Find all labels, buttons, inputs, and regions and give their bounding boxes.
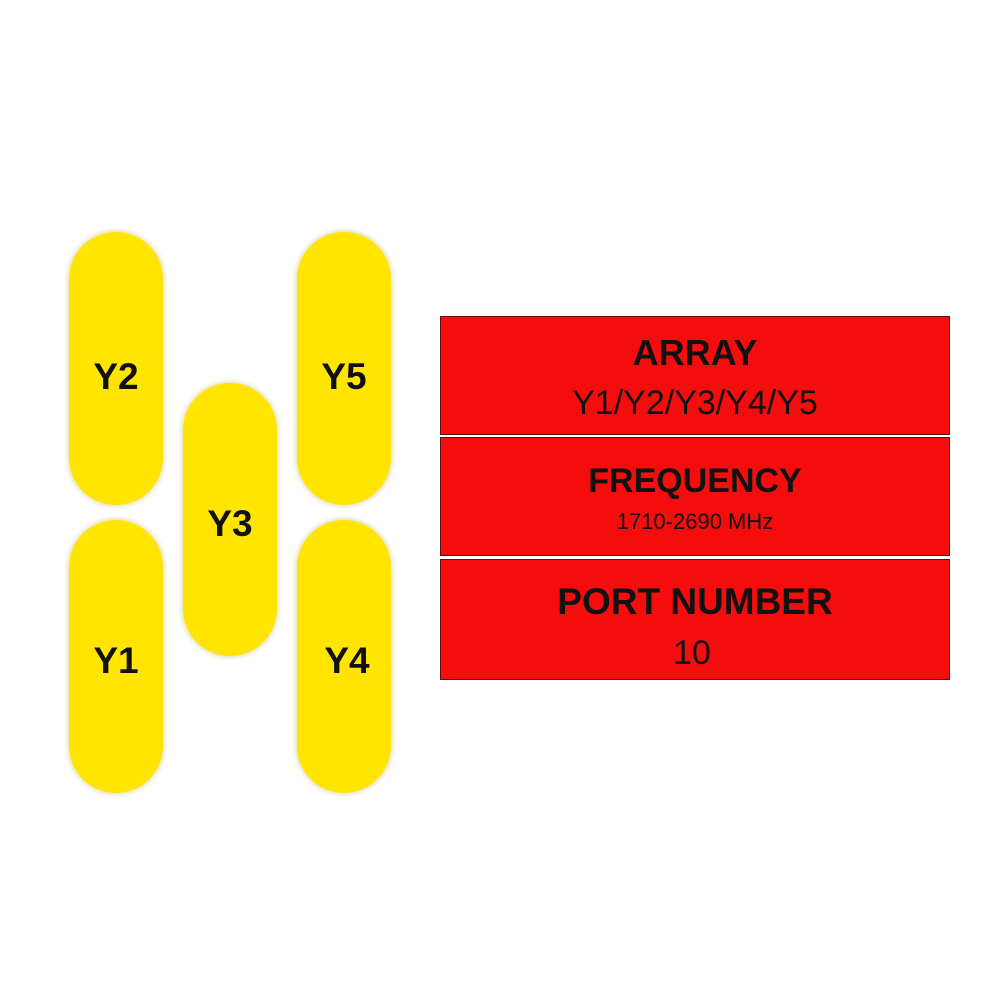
port-panel: PORT NUMBER 10 (440, 559, 950, 680)
element-label: Y2 (93, 356, 139, 397)
array-panel: ARRAY Y1/Y2/Y3/Y4/Y5 (440, 316, 950, 435)
element-label: Y4 (324, 640, 370, 681)
element-y3: Y3 (183, 383, 277, 656)
array-title: ARRAY (632, 332, 758, 373)
array-value: Y1/Y2/Y3/Y4/Y5 (572, 384, 818, 422)
element-y4: Y4 (297, 520, 391, 793)
element-label: Y5 (321, 356, 367, 397)
port-title: PORT NUMBER (557, 581, 833, 622)
frequency-value: 1710-2690 MHz (616, 509, 774, 534)
frequency-panel: FREQUENCY 1710-2690 MHz (440, 437, 950, 556)
element-label: Y3 (207, 503, 253, 544)
port-value: 10 (673, 634, 711, 672)
element-y1: Y1 (69, 520, 163, 793)
element-y5: Y5 (297, 232, 391, 505)
frequency-title: FREQUENCY (588, 462, 802, 500)
element-label: Y1 (93, 640, 139, 681)
element-y2: Y2 (69, 232, 163, 505)
